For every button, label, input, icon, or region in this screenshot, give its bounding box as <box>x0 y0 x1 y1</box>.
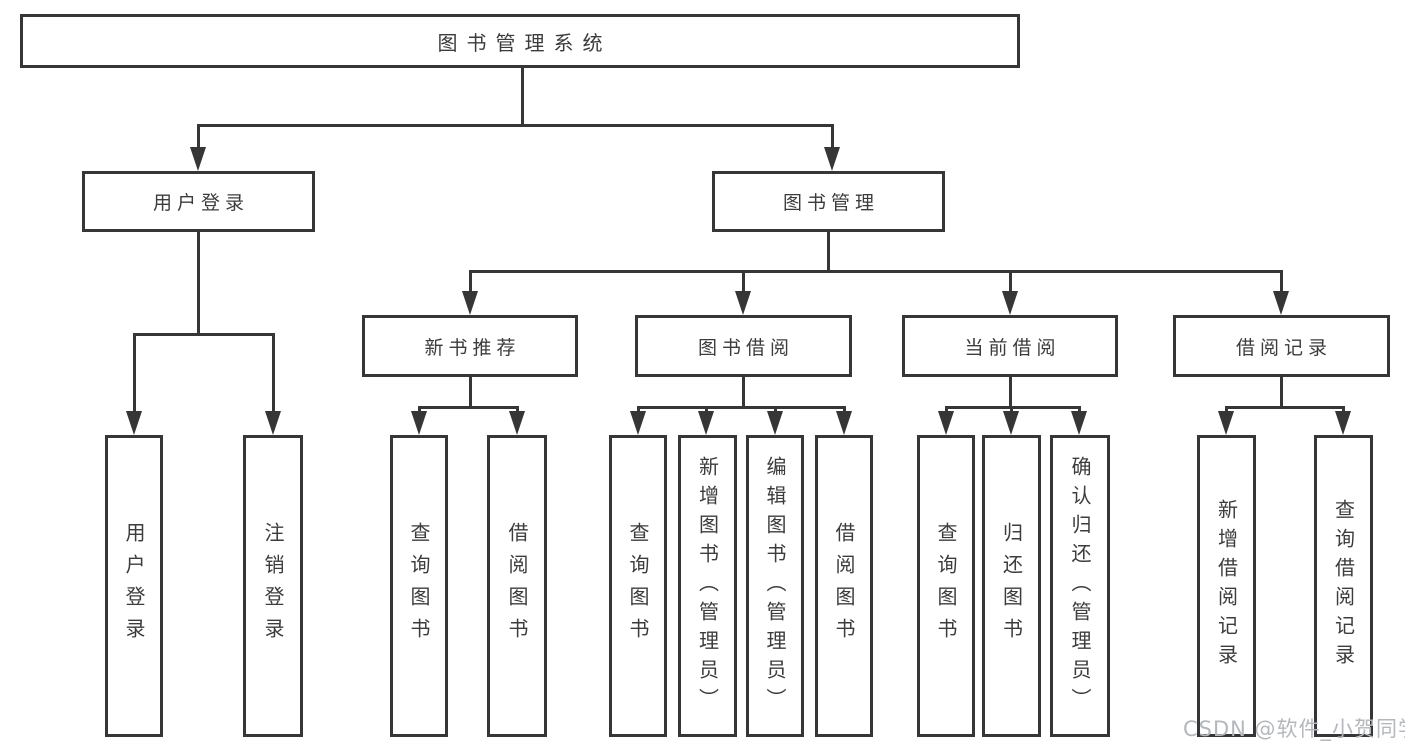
node-label: 注销登录 <box>261 522 285 650</box>
connector-vline <box>705 406 708 414</box>
connector-vline <box>469 270 472 294</box>
arrow-down-icon <box>767 411 783 435</box>
node-current-return-books: 归还图书 <box>982 435 1041 737</box>
connector-vline <box>197 232 200 336</box>
arrow-down-icon <box>938 411 954 435</box>
connector-vline <box>1009 270 1012 294</box>
connector-vline <box>831 124 834 150</box>
arrow-down-icon <box>1002 291 1018 315</box>
connector-vline <box>133 333 136 413</box>
connector-vline <box>637 406 640 414</box>
connector-vline <box>1225 406 1228 414</box>
node-book-management: 图书管理 <box>712 171 945 232</box>
arrow-down-icon <box>836 411 852 435</box>
connector-vline <box>945 406 948 414</box>
node-label: 查询图书 <box>934 522 958 650</box>
connector-vline <box>1280 377 1283 409</box>
node-label: 借阅图书 <box>832 522 856 650</box>
arrow-down-icon <box>1335 411 1351 435</box>
node-label: 归还图书 <box>999 522 1024 650</box>
connector-vline <box>1010 406 1013 414</box>
arrow-down-icon <box>630 411 646 435</box>
connector-vline <box>197 124 200 150</box>
connector-vline <box>1078 406 1081 414</box>
connector-hline <box>945 406 1081 409</box>
arrow-down-icon <box>190 147 206 171</box>
csdn-watermark: CSDN @软件_小贺同学 <box>1183 717 1405 741</box>
arrow-down-icon <box>509 411 525 435</box>
node-new-book-recommend: 新书推荐 <box>362 315 578 377</box>
connector-vline <box>843 406 846 414</box>
connector-hline <box>133 333 275 336</box>
node-borrowing-query-books: 查询图书 <box>609 435 667 737</box>
arrow-down-icon <box>1071 411 1087 435</box>
node-label: 确认归还（管理员） <box>1068 455 1092 717</box>
node-label: 新增图书（管理员） <box>695 455 720 717</box>
connector-hline <box>637 406 845 409</box>
node-borrowing-edit-books: 编辑图书（管理员） <box>746 435 804 737</box>
node-label: 借阅图书 <box>505 522 529 650</box>
arrow-down-icon <box>824 147 840 171</box>
node-recommend-borrow-books: 借阅图书 <box>487 435 547 737</box>
connector-vline <box>742 377 745 409</box>
arrow-down-icon <box>411 411 427 435</box>
arrow-down-icon <box>735 291 751 315</box>
node-borrowing-borrow-books: 借阅图书 <box>815 435 873 737</box>
connector-hline <box>418 406 519 409</box>
node-records-add-record: 新增借阅记录 <box>1197 435 1256 737</box>
arrow-down-icon <box>1273 291 1289 315</box>
node-current-borrowing: 当前借阅 <box>902 315 1118 377</box>
node-leaf-user-login: 用户登录 <box>105 435 163 737</box>
arrow-down-icon <box>698 411 714 435</box>
node-label: 用户登录 <box>152 192 249 214</box>
connector-vline <box>1280 270 1283 294</box>
node-label: 图书管理 <box>782 192 879 214</box>
arrow-down-icon <box>1218 411 1234 435</box>
node-label: 借阅记录 <box>1235 336 1332 359</box>
node-book-borrowing: 图书借阅 <box>635 315 852 377</box>
connector-vline <box>418 406 421 414</box>
node-label: 查询图书 <box>407 522 431 650</box>
arrow-down-icon <box>265 411 281 435</box>
arrow-down-icon <box>1003 411 1019 435</box>
node-recommend-query-books: 查询图书 <box>390 435 448 737</box>
node-label: 新增借阅记录 <box>1214 499 1239 673</box>
node-label: 图书借阅 <box>697 336 794 359</box>
node-user-login: 用户登录 <box>82 171 315 232</box>
node-book-management-system: 图书管理系统 <box>20 14 1020 68</box>
arrow-down-icon <box>126 411 142 435</box>
node-leaf-logout: 注销登录 <box>243 435 303 737</box>
connector-vline <box>1009 377 1012 409</box>
connector-vline <box>521 66 524 127</box>
node-label: 编辑图书（管理员） <box>763 455 787 717</box>
node-label: 用户登录 <box>122 522 146 650</box>
connector-vline <box>742 270 745 294</box>
connector-vline <box>469 377 472 409</box>
node-current-query-books: 查询图书 <box>917 435 975 737</box>
node-label: 新书推荐 <box>424 336 521 359</box>
connector-hline <box>197 124 834 127</box>
node-borrowing-add-books: 新增图书（管理员） <box>678 435 737 737</box>
connector-vline <box>516 406 519 414</box>
connector-vline <box>272 333 275 413</box>
connector-vline <box>827 232 830 273</box>
node-records-query-record: 查询借阅记录 <box>1314 435 1373 737</box>
node-borrowing-records: 借阅记录 <box>1173 315 1390 377</box>
node-label: 图书管理系统 <box>437 30 612 55</box>
node-label: 查询图书 <box>626 522 650 650</box>
connector-hline <box>1225 406 1345 409</box>
connector-vline <box>774 406 777 414</box>
node-label: 查询借阅记录 <box>1331 499 1356 673</box>
node-current-confirm-return: 确认归还（管理员） <box>1050 435 1110 737</box>
arrow-down-icon <box>462 291 478 315</box>
connector-vline <box>1342 406 1345 414</box>
node-label: 当前借阅 <box>964 336 1061 359</box>
connector-hline <box>469 270 1283 273</box>
